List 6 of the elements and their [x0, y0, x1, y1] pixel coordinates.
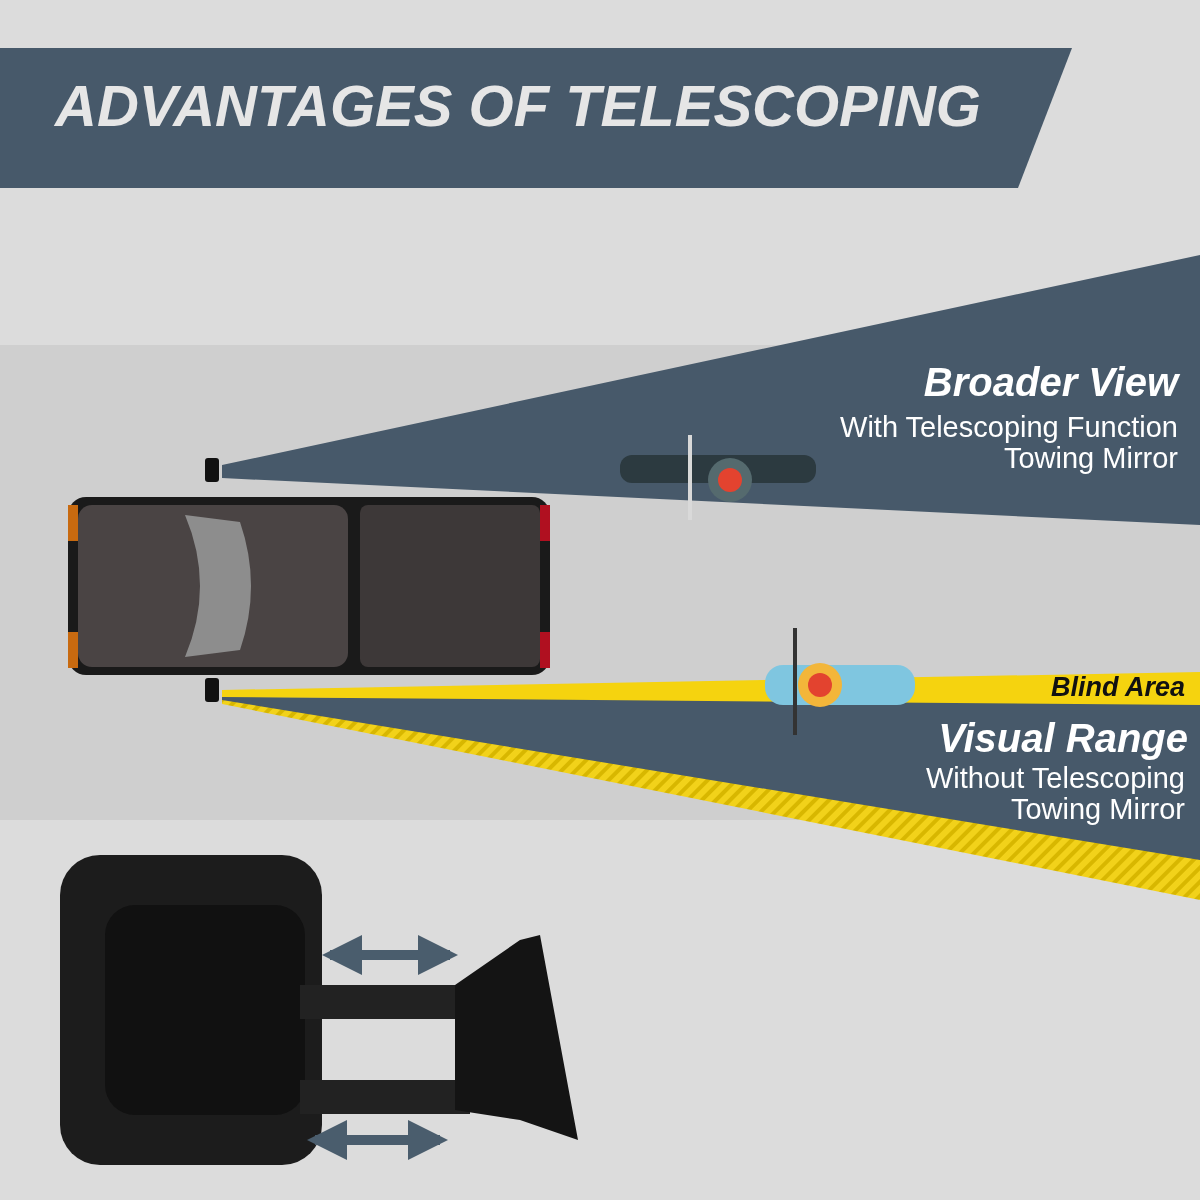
view-description: Without Telescoping Towing Mirror [925, 763, 1185, 825]
view-description: With Telescoping Function Towing Mirror [839, 412, 1178, 474]
view-heading: Visual Range [938, 716, 1188, 761]
view-heading: Broader View [923, 360, 1178, 405]
title-text: ADVANTAGES OF TELESCOPING [55, 72, 981, 139]
blind-area-label: Blind Area [1050, 672, 1185, 703]
